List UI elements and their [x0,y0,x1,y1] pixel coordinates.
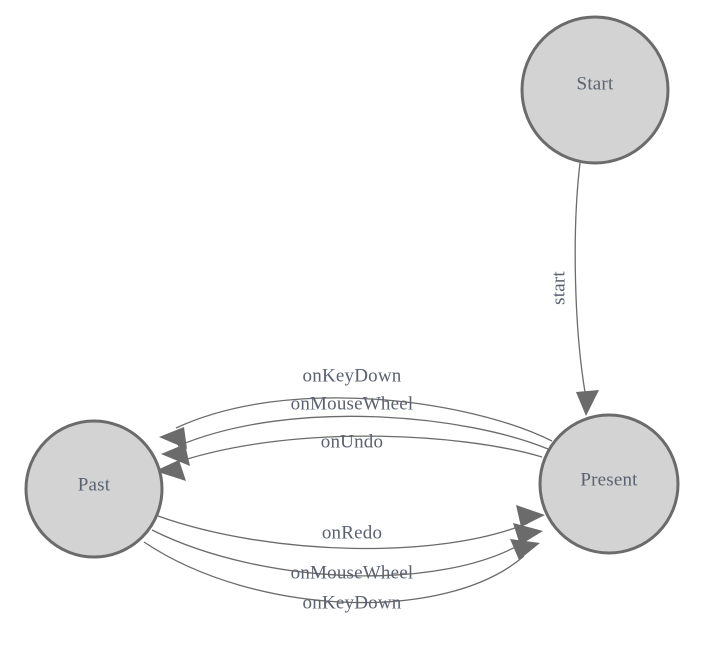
edge-label-past-present-mousewheel: onMouseWheel [291,562,414,583]
edge-present-past-keydown[interactable] [159,397,553,449]
edge-label-present-past-keydown: onKeyDown [303,365,402,386]
edge-present-past-mousewheel-path [177,415,549,450]
edge-label-present-past-undo: onUndo [321,431,383,452]
edge-start-path [574,162,587,399]
node-past[interactable]: Past [24,419,164,559]
edge-present-past-undo-path [171,435,543,465]
edge-present-past-keydown-path [175,397,553,442]
edge-past-present-keydown-arrowhead [510,539,540,560]
node-past-circle [24,419,164,559]
edge-label-past-present-keydown: onKeyDown [303,592,402,613]
node-start-circle [520,15,670,165]
edge-past-present-mousewheel-arrowhead [513,523,543,545]
edge-start[interactable] [574,162,599,416]
edge-past-present-mousewheel-path [151,529,527,577]
node-present-label: Present [580,469,638,490]
node-present[interactable]: Present [538,413,680,555]
node-present-circle [538,413,680,555]
edge-label-present-past-mousewheel: onMouseWheel [291,393,414,414]
edge-start-arrowhead [576,390,599,416]
edge-past-present-redo[interactable] [157,505,545,550]
edge-past-present-keydown-path [143,541,525,604]
edge-past-present-keydown[interactable] [143,539,540,604]
edge-present-past-undo-arrowhead [155,460,186,481]
edge-label-start: start [548,271,569,305]
edge-label-past-present-redo: onRedo [322,522,382,543]
edge-past-present-redo-path [157,515,529,550]
edge-present-past-undo[interactable] [155,435,543,481]
edge-past-present-redo-arrowhead [516,505,545,527]
node-start-label: Start [577,73,614,94]
node-start[interactable]: Start [520,15,670,165]
edge-past-present-mousewheel[interactable] [151,523,543,577]
node-past-label: Past [78,474,111,495]
edge-present-past-keydown-arrowhead [159,427,187,449]
